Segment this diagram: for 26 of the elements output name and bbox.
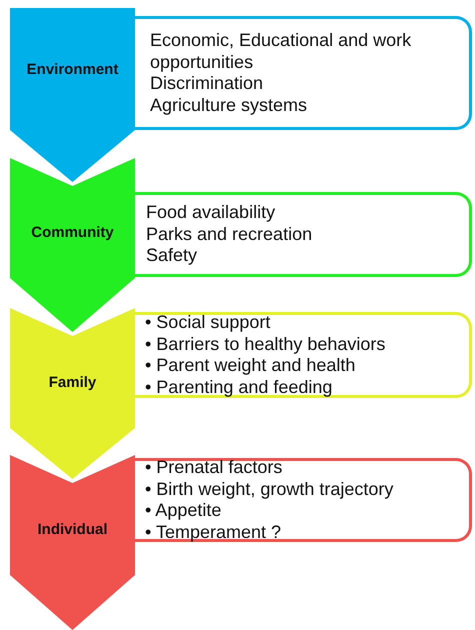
chevron-arrow [10, 278, 135, 332]
chevron-arrow [10, 130, 135, 182]
chevron-arrow [10, 575, 135, 630]
factor-text: Economic, Educational and work opportunities [150, 30, 412, 73]
factor-box [135, 192, 472, 277]
factor-text: Discrimination [150, 73, 264, 94]
factor-text: Agriculture systems [150, 94, 308, 116]
factor-text: Food availability [146, 202, 276, 224]
factor-text: • Birth weight, growth trajectory [145, 478, 394, 500]
factor-text: • Prenatal factors [145, 457, 284, 478]
factor-text: Parks and recreation [146, 224, 314, 246]
factor-text: • Appetite [145, 500, 222, 522]
factor-box [135, 16, 472, 130]
factor-text: • Social support [145, 312, 272, 334]
factor-text: • Temperament ? [145, 522, 282, 543]
factor-box [135, 458, 472, 542]
stage-label: Individual [37, 520, 108, 538]
factor-box [135, 312, 472, 398]
chevron-arrow [10, 428, 135, 479]
factor-text: • Parent weight and health [145, 355, 356, 376]
stage-label: Family [48, 374, 96, 390]
stage-label: Community [31, 224, 114, 240]
factor-text: • Parenting and feeding [145, 376, 334, 398]
factor-text: • Barriers to healthy behaviors [145, 334, 386, 355]
stage-label: Environment [26, 60, 118, 78]
factor-text: Safety [146, 245, 198, 267]
